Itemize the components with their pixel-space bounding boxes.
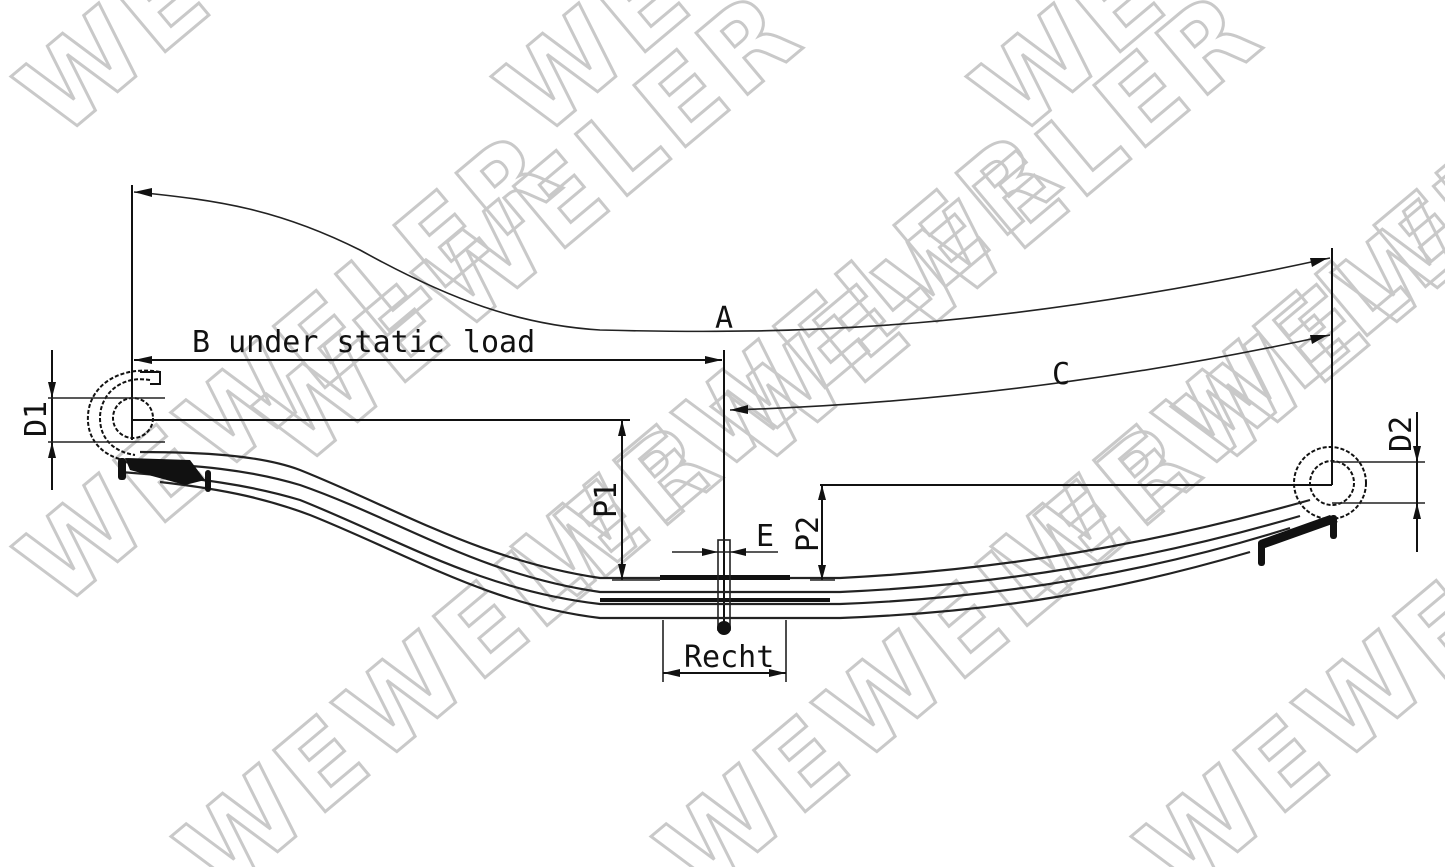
dimension-d1: D1 — [19, 350, 165, 490]
dimension-b-label: B under static load — [192, 325, 535, 360]
dimension-d2-label: D2 — [1384, 416, 1419, 452]
dimension-e-label: E — [756, 519, 774, 554]
dimension-e: E — [672, 519, 778, 556]
dimension-d2: D2 — [1384, 412, 1421, 552]
dimension-a-label: A — [715, 301, 733, 336]
dimension-d1-label: D1 — [19, 401, 54, 437]
dimension-recht: Recht — [662, 620, 787, 682]
dimension-b: B under static load — [134, 325, 722, 364]
dimension-c: C — [729, 334, 1331, 414]
spring-leaves — [118, 450, 1338, 635]
dimension-c-label: C — [1052, 357, 1070, 392]
dimension-p2: P2 — [791, 485, 835, 581]
dimension-p2-label: P2 — [791, 516, 826, 552]
dimension-p1: P1 — [589, 420, 660, 581]
dimension-p1-label: P1 — [589, 482, 624, 518]
dimension-recht-label: Recht — [684, 640, 774, 675]
left-spring-eye — [86, 369, 630, 463]
